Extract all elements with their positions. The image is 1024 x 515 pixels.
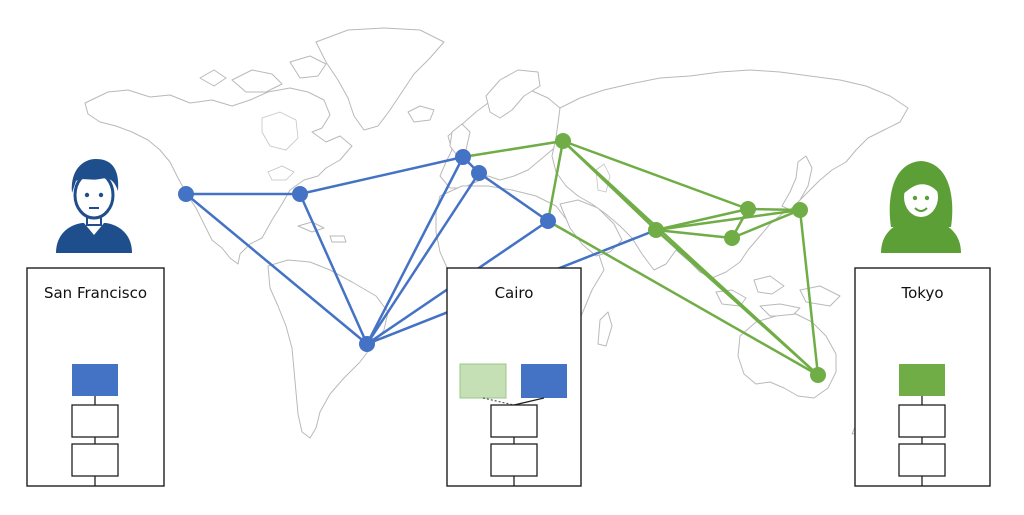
green-link-moscow-cairo <box>546 139 565 223</box>
stack-block <box>898 443 946 477</box>
green-link-beijing-tokyo <box>746 207 802 212</box>
woman-user-icon <box>881 161 961 253</box>
blue-link-london-sao-paulo <box>365 155 465 346</box>
green-link-india-tokyo <box>654 208 802 232</box>
green-link-tokyo-sydney <box>798 208 820 377</box>
green-node-tokyo <box>792 202 808 218</box>
panel-title-cairo: Cairo <box>495 284 534 302</box>
woman-user-body <box>881 221 961 253</box>
green-link-cairo-sydney <box>546 219 820 377</box>
se-asia-islands-outline <box>715 275 841 317</box>
man-user-eye-left <box>84 192 90 198</box>
green-link-shanghai-tokyo <box>730 208 802 240</box>
green-link-india-shanghai <box>654 228 734 240</box>
stack-block <box>490 404 538 438</box>
green-network-links <box>461 139 820 377</box>
scandinavia-outline <box>485 69 541 119</box>
green-node-moscow <box>555 133 571 149</box>
blue-block <box>72 364 118 396</box>
woman-user-eye-right <box>924 195 930 201</box>
green-link-india-sydney <box>654 228 820 377</box>
woman-user-eye-left <box>912 195 918 201</box>
blue-link-ny-london <box>298 155 465 196</box>
blue-node-ny <box>292 186 308 202</box>
green-node-beijing <box>740 201 756 217</box>
iceland-outline <box>407 105 435 123</box>
greenland-outline <box>315 27 445 131</box>
man-user-icon <box>56 159 132 253</box>
blue-node-paris <box>471 165 487 181</box>
panel-title-san-francisco: San Francisco <box>44 284 147 302</box>
green-node-sydney <box>810 367 826 383</box>
green-link-india-beijing <box>654 207 750 232</box>
green-node-shanghai <box>724 230 740 246</box>
blue-link-paris-sao-paulo <box>365 171 481 346</box>
green-block <box>899 364 945 396</box>
woman-user-bangs <box>901 170 941 195</box>
light-green-block <box>459 363 507 399</box>
arctic-islands-outline <box>199 55 327 93</box>
stack-block <box>490 443 538 477</box>
green-link-london-moscow <box>461 139 565 159</box>
blue-link-sf-sao-paulo <box>184 192 369 346</box>
man-user-eye-right <box>98 192 104 198</box>
blue-link-paris-cairo <box>477 171 550 223</box>
fork-link-dotted <box>482 397 515 406</box>
man-user-hair <box>71 159 119 193</box>
green-link-moscow-beijing <box>561 139 750 211</box>
panel-cairo: Cairo <box>446 267 582 487</box>
stack-block <box>71 404 119 438</box>
madagascar-outline <box>597 311 613 347</box>
woman-user-smile <box>914 207 928 212</box>
caribbean-outline <box>297 221 347 243</box>
stack-block <box>898 404 946 438</box>
panel-tokyo: Tokyo <box>854 267 991 487</box>
man-user-body <box>56 223 132 253</box>
panel-san-francisco: San Francisco <box>26 267 165 487</box>
stack-block <box>71 443 119 477</box>
fork-link-solid <box>513 397 545 406</box>
blue-node-sf <box>178 186 194 202</box>
blue-link-ny-sao-paulo <box>298 192 369 346</box>
blue-node-cairo <box>540 213 556 229</box>
great-lakes-outline <box>267 165 295 181</box>
south-america-outline <box>267 259 389 439</box>
blue-block <box>521 364 567 398</box>
hudson-bay-outline <box>261 111 299 151</box>
panel-title-tokyo: Tokyo <box>901 284 944 302</box>
green-node-india <box>648 222 664 238</box>
blue-node-sao-paulo <box>359 336 375 352</box>
network-nodes <box>178 133 826 383</box>
blue-node-london <box>455 149 471 165</box>
